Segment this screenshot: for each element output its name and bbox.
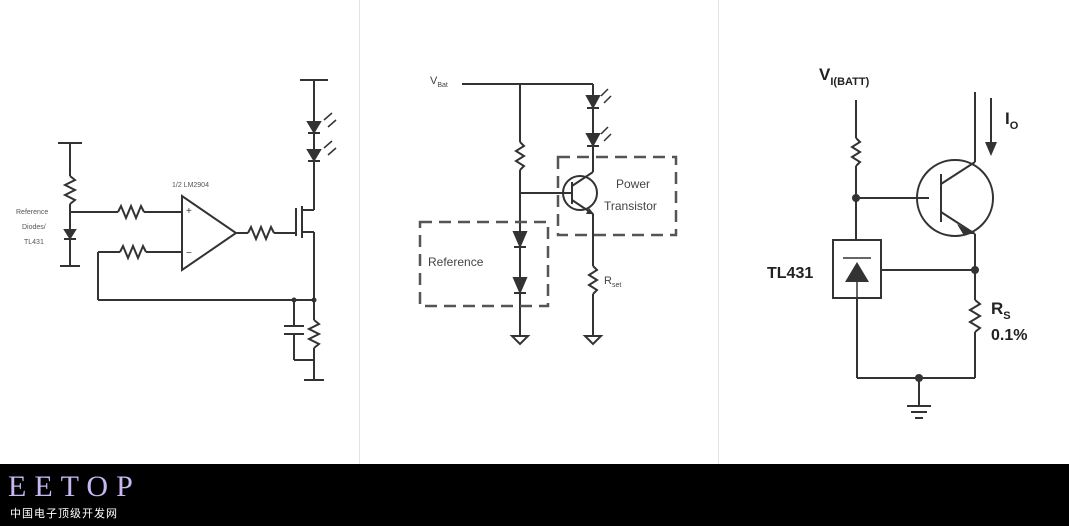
- led-2: [585, 133, 601, 148]
- reference-diode-2: [512, 277, 528, 295]
- circuit-panel-transistor: VBat Power Transistor Reference Rset: [360, 0, 718, 464]
- tl431-label: TL431: [767, 265, 813, 282]
- eetop-subtitle: 中国电子顶级开发网: [10, 507, 118, 520]
- reference-box: [418, 220, 550, 308]
- power-transistor: [562, 175, 598, 211]
- transistor-label: Transistor: [604, 199, 657, 213]
- opamp-led-driver-schematic: + − 1/2 LM2904 Reference Diodes/ TL431: [16, 79, 337, 381]
- bias-resistor: [850, 137, 862, 167]
- led-light-arrows: [323, 112, 337, 156]
- reference-label-line3: TL431: [24, 239, 44, 246]
- power-transistor-box: [556, 155, 678, 237]
- panel-divider-2: [718, 0, 719, 464]
- reference-bias-resistor: [514, 141, 526, 171]
- eetop-logo: EETOP: [8, 470, 141, 503]
- rset-resistor: [587, 265, 599, 295]
- reference-bias-resistor: [62, 175, 78, 205]
- reference-diode-1: [512, 231, 528, 249]
- reference-label-line2: Diodes/: [22, 224, 46, 231]
- led-2: [306, 149, 322, 162]
- led-1: [585, 95, 601, 110]
- ground-left: [509, 335, 531, 346]
- sense-resistor: [306, 319, 322, 349]
- vbat-label: VBat: [430, 75, 448, 89]
- rs-label: RS: [991, 299, 1011, 322]
- rs-resistor: [968, 299, 982, 333]
- circuit-panel-opamp: + − 1/2 LM2904 Reference Diodes/ TL431: [0, 0, 358, 464]
- reference-zener-diode: [63, 229, 77, 240]
- opamp-triangle: [181, 194, 238, 272]
- rs-value: 0.1%: [991, 327, 1027, 344]
- led-1: [306, 121, 322, 134]
- tl431-current-sink-schematic: VI(BATT) IO TL431 RS 0.1%: [767, 65, 1027, 419]
- opamp-plus-sign: +: [186, 206, 192, 217]
- io-label: IO: [1005, 109, 1019, 132]
- input-resistor-minus: [119, 243, 147, 261]
- tl431-zener: [845, 262, 869, 282]
- transistor-reference-schematic: VBat Power Transistor Reference Rset: [418, 75, 678, 346]
- panel-divider-1: [359, 0, 360, 464]
- gate-resistor: [247, 224, 275, 242]
- circuit-panel-tl431: VI(BATT) IO TL431 RS 0.1%: [719, 0, 1069, 464]
- vi-batt-label: VI(BATT): [819, 65, 870, 88]
- opamp-label: 1/2 LM2904: [172, 182, 209, 189]
- watermark-bar: EETOP 中国电子顶级开发网: [0, 464, 1069, 526]
- reference-label-line1: Reference: [16, 209, 48, 216]
- transistor: [916, 159, 994, 237]
- ground-right: [582, 335, 604, 346]
- input-resistor-plus: [117, 203, 145, 221]
- reference-label: Reference: [428, 255, 484, 269]
- power-label: Power: [616, 177, 650, 191]
- opamp-minus-sign: −: [186, 248, 192, 259]
- rset-label: Rset: [604, 275, 621, 289]
